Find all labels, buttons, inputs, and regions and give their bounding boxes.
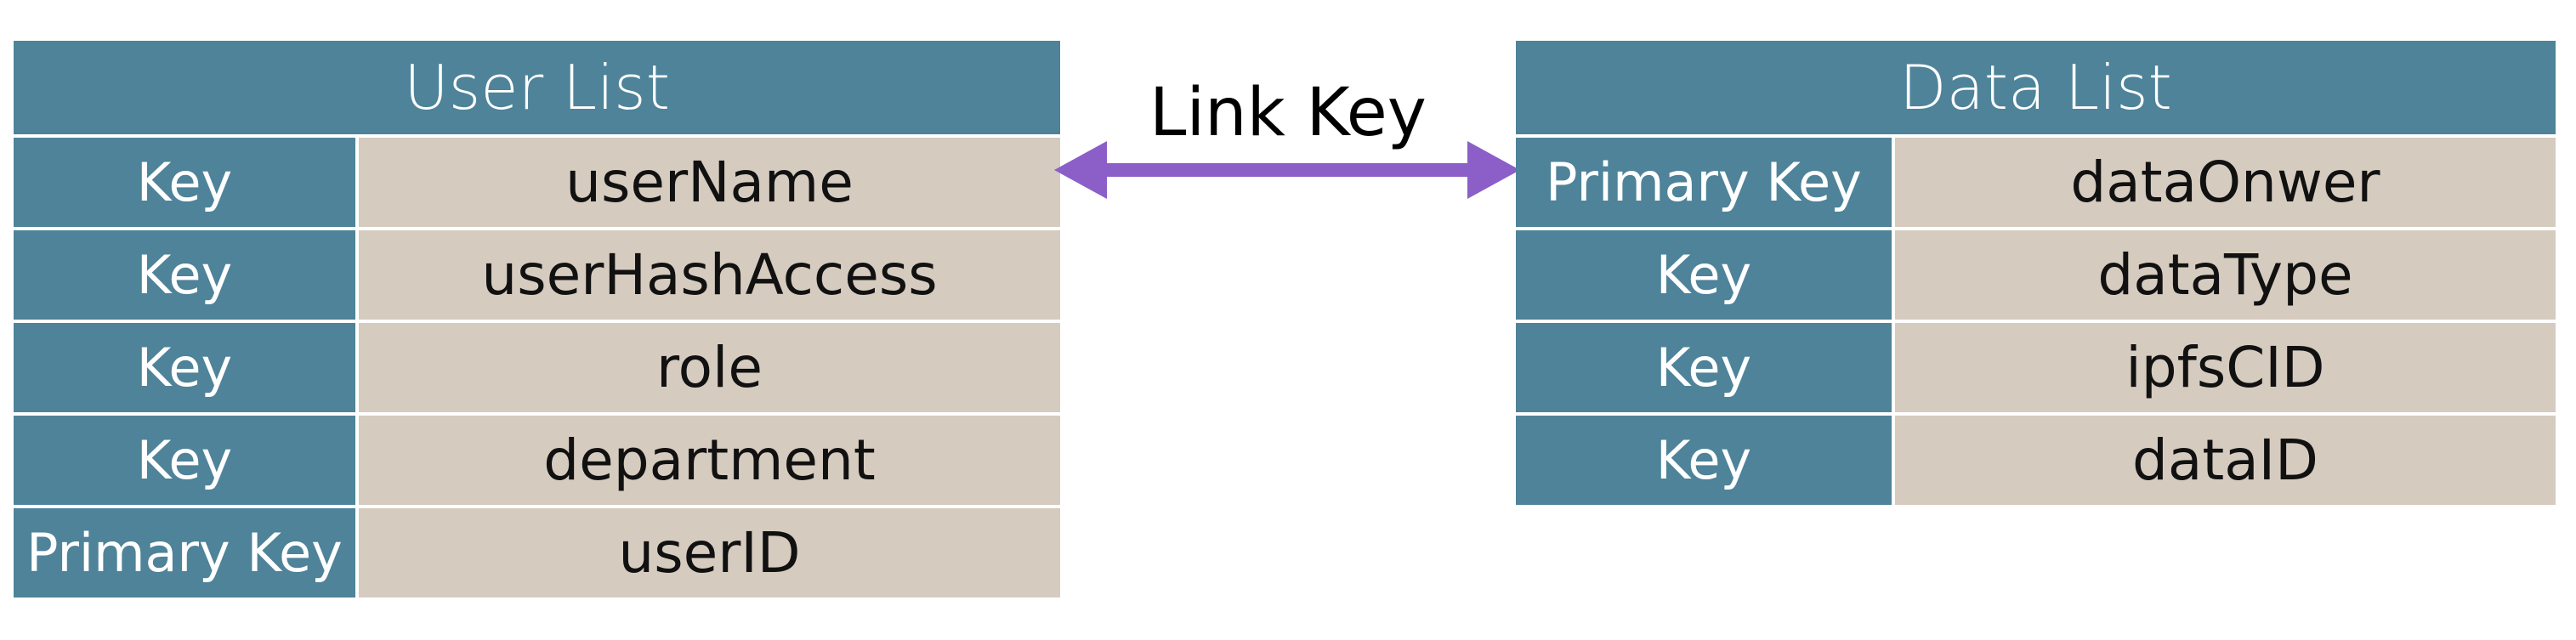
key-type-cell: Primary Key bbox=[1516, 138, 1892, 227]
table-row: Key role bbox=[14, 323, 1060, 412]
link-key-label: Link Key bbox=[1149, 75, 1427, 151]
table-row: Key department bbox=[14, 416, 1060, 505]
key-type-cell: Key bbox=[14, 138, 355, 227]
field-name-cell: userHashAccess bbox=[359, 230, 1060, 320]
link-arrow-head-left bbox=[1054, 141, 1107, 199]
table-row: Primary Key dataOnwer bbox=[1516, 138, 2556, 227]
user-list-title: User List bbox=[14, 41, 1060, 134]
table-row: Key ipfsCID bbox=[1516, 323, 2556, 412]
table-row: Primary Key userID bbox=[14, 508, 1060, 598]
link-arrow-head-right bbox=[1467, 141, 1520, 199]
table-row: Key userHashAccess bbox=[14, 230, 1060, 320]
key-type-cell: Key bbox=[1516, 323, 1892, 412]
key-type-cell: Key bbox=[1516, 230, 1892, 320]
data-list-table: Data List Primary Key dataOnwer Key data… bbox=[1516, 41, 2556, 505]
link-double-arrow bbox=[1054, 141, 1520, 199]
key-type-cell: Key bbox=[1516, 416, 1892, 505]
data-list-title: Data List bbox=[1516, 41, 2556, 134]
field-name-cell: role bbox=[359, 323, 1060, 412]
table-row: Key dataType bbox=[1516, 230, 2556, 320]
field-name-cell: dataType bbox=[1895, 230, 2556, 320]
field-name-cell: dataOnwer bbox=[1895, 138, 2556, 227]
field-name-cell: dataID bbox=[1895, 416, 2556, 505]
field-name-cell: ipfsCID bbox=[1895, 323, 2556, 412]
key-type-cell: Key bbox=[14, 323, 355, 412]
field-name-cell: userID bbox=[359, 508, 1060, 598]
key-type-cell: Primary Key bbox=[14, 508, 355, 598]
table-row: Key userName bbox=[14, 138, 1060, 227]
key-type-cell: Key bbox=[14, 416, 355, 505]
table-row: Key dataID bbox=[1516, 416, 2556, 505]
field-name-cell: department bbox=[359, 416, 1060, 505]
field-name-cell: userName bbox=[359, 138, 1060, 227]
key-type-cell: Key bbox=[14, 230, 355, 320]
user-list-table: User List Key userName Key userHashAcces… bbox=[14, 41, 1060, 598]
